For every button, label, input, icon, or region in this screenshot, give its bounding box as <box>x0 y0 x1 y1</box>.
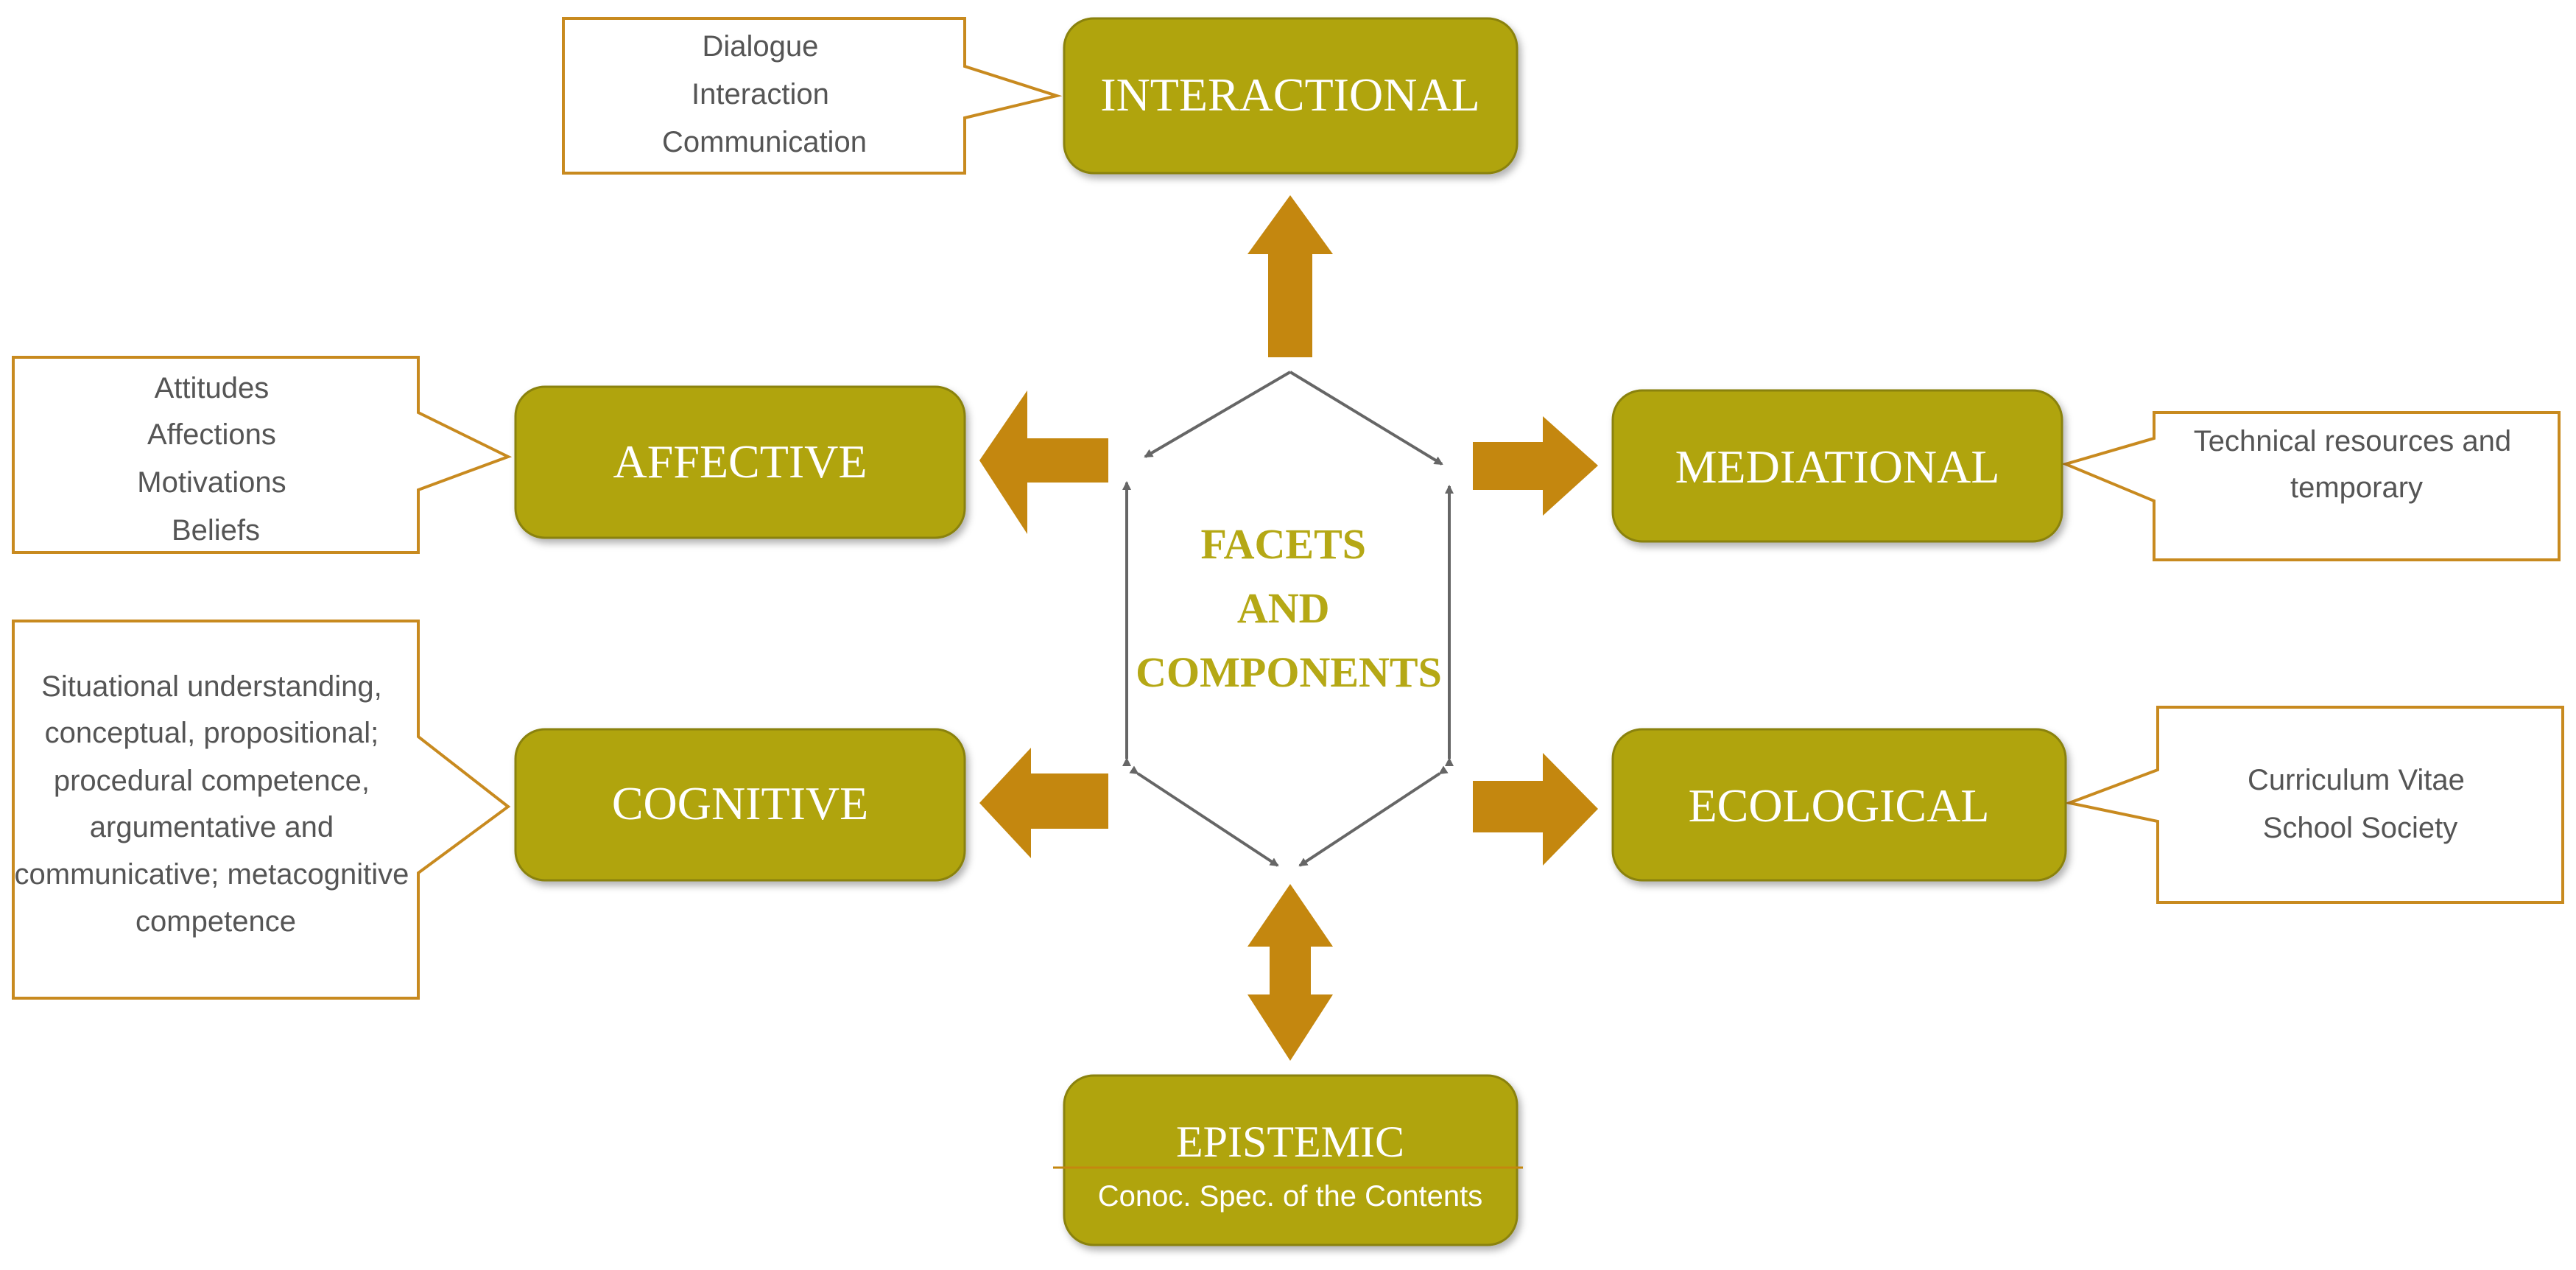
connector-line <box>1298 765 1449 867</box>
arrow-left-icon <box>979 390 1108 534</box>
callout-line: Technical resources and <box>2194 425 2511 457</box>
facet-title: EPISTEMIC <box>1176 1118 1404 1166</box>
center-label: FACETS AND COMPONENTS <box>1136 520 1442 696</box>
arrow-left-icon <box>979 748 1108 858</box>
facet-box[interactable] <box>514 385 966 539</box>
callout-line: Communication <box>662 126 867 158</box>
callout-line: Dialogue <box>702 30 818 63</box>
facet-box[interactable] <box>1063 1074 1518 1246</box>
callout-text: Dialogue Interaction Communication <box>662 30 867 158</box>
callout-cognitive: Situational understanding, conceptual, p… <box>12 620 511 1000</box>
facet-ecological[interactable]: ECOLOGICAL <box>1611 728 2067 882</box>
callout-line: Motivations <box>137 466 286 499</box>
callout-text: Situational understanding, conceptual, p… <box>15 670 418 938</box>
facet-cognitive[interactable]: COGNITIVE <box>514 728 966 882</box>
facet-subtitle: Conoc. Spec. of the Contents <box>1098 1180 1483 1213</box>
facet-epistemic[interactable]: EPISTEMIC Conoc. Spec. of the Contents <box>1053 1074 1523 1246</box>
facet-title: ECOLOGICAL <box>1689 779 1990 832</box>
facet-affective[interactable]: AFFECTIVE <box>514 385 966 539</box>
facet-title: INTERACTIONAL <box>1100 69 1479 121</box>
facet-box[interactable] <box>1611 389 2063 543</box>
callout-interactional: Dialogue Interaction Communication <box>562 17 1063 175</box>
facet-title: MEDIATIONAL <box>1675 441 2000 493</box>
facet-box[interactable] <box>1611 728 2067 882</box>
callout-line: Attitudes <box>155 372 270 404</box>
arrow-right-icon <box>1473 753 1598 866</box>
callout-line: Interaction <box>691 78 829 110</box>
callout-line: communicative; metacognitive <box>15 858 409 891</box>
callout-line: conceptual, propositional; <box>45 717 379 749</box>
connector-line <box>1129 765 1279 867</box>
arrow-right-icon <box>1473 416 1598 516</box>
callout-text: Curriculum Vitae School Society <box>2248 764 2473 844</box>
callout-shape <box>562 17 1063 175</box>
arrow-updown-icon <box>1247 884 1333 1061</box>
facet-box[interactable] <box>1063 17 1518 175</box>
callout-line: competence <box>136 905 296 938</box>
callout-line: Beliefs <box>172 514 260 547</box>
connector-line <box>1144 371 1292 458</box>
callout-line: Affections <box>147 418 276 451</box>
center-line: FACETS <box>1200 520 1366 568</box>
arrow-up-icon <box>1247 195 1333 357</box>
connector-line <box>1289 371 1443 466</box>
center-line: COMPONENTS <box>1136 648 1442 696</box>
facet-title: AFFECTIVE <box>613 435 868 488</box>
callout-shape <box>2061 411 2561 561</box>
callout-line: Curriculum Vitae <box>2248 764 2465 796</box>
callout-ecological: Curriculum Vitae School Society <box>2063 706 2564 904</box>
callout-shape <box>2063 706 2564 904</box>
callout-shape <box>12 356 513 554</box>
hexagon-connectors <box>1122 371 1454 867</box>
callout-affective: Attitudes Affections Motivations Beliefs <box>12 356 513 554</box>
center-line: AND <box>1237 584 1330 632</box>
callout-mediational: Technical resources and temporary <box>2061 411 2561 561</box>
callout-text: Technical resources and temporary <box>2194 425 2519 504</box>
facet-box[interactable] <box>514 728 966 882</box>
callout-line: Situational understanding, <box>41 670 382 703</box>
callout-line: argumentative and <box>90 811 334 843</box>
facet-interactional[interactable]: INTERACTIONAL <box>1063 17 1518 175</box>
block-arrows <box>979 195 1598 1061</box>
facet-mediational[interactable]: MEDIATIONAL <box>1611 389 2063 543</box>
callout-line: School Society <box>2263 812 2458 844</box>
callout-line: procedural competence, <box>54 765 370 797</box>
facet-title: COGNITIVE <box>612 777 868 829</box>
callout-text: Attitudes Affections Motivations Beliefs <box>137 372 294 547</box>
callout-shape <box>12 620 511 1000</box>
callout-line: temporary <box>2290 471 2423 504</box>
